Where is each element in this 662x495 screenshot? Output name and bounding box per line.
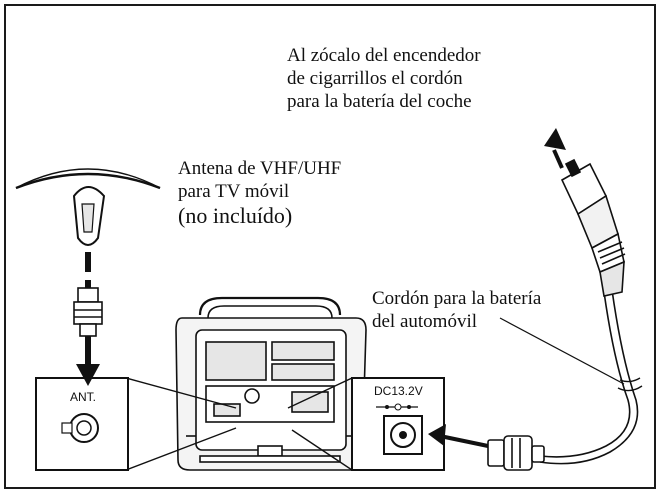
dc-jack-label: DC13.2V [374,384,423,398]
car-cord-caption-line: Cordón para la batería [372,288,542,309]
antenna-jack-label: ANT. [70,390,97,404]
socket-caption-line: para la batería del coche [287,91,472,112]
car-cord-caption: Cordón para la batería del automóvil [372,287,541,333]
car-cord [539,289,643,465]
antenna-caption-line: para TV móvil [178,181,290,202]
dc-jack-panel [351,377,445,471]
socket-arrow [544,128,566,169]
socket-caption: Al zócalo del encendedor de cigarrillos … [287,44,481,113]
antenna-caption-line: (no incluído) [178,203,293,228]
antenna-down-arrow [76,336,100,386]
antenna-icon [15,168,161,246]
socket-caption-line: Al zócalo del encendedor [287,45,481,66]
portable-tv-back-icon [175,296,367,471]
antenna-caption-line: Antena de VHF/UHF [178,158,342,179]
socket-caption-line: de cigarrillos el cordón [287,68,463,89]
dc-plug-icon [487,435,545,471]
antenna-caption: Antena de VHF/UHF para TV móvil (no incl… [178,157,341,229]
coax-connector-icon [73,287,103,337]
antenna-jack-panel [35,377,129,471]
car-cord-caption-line: del automóvil [372,311,478,332]
dc-plug-arrow [428,424,489,448]
car-cord-pointer [499,317,625,385]
cigarette-plug-icon [560,158,626,297]
zoom-lines [125,377,353,471]
